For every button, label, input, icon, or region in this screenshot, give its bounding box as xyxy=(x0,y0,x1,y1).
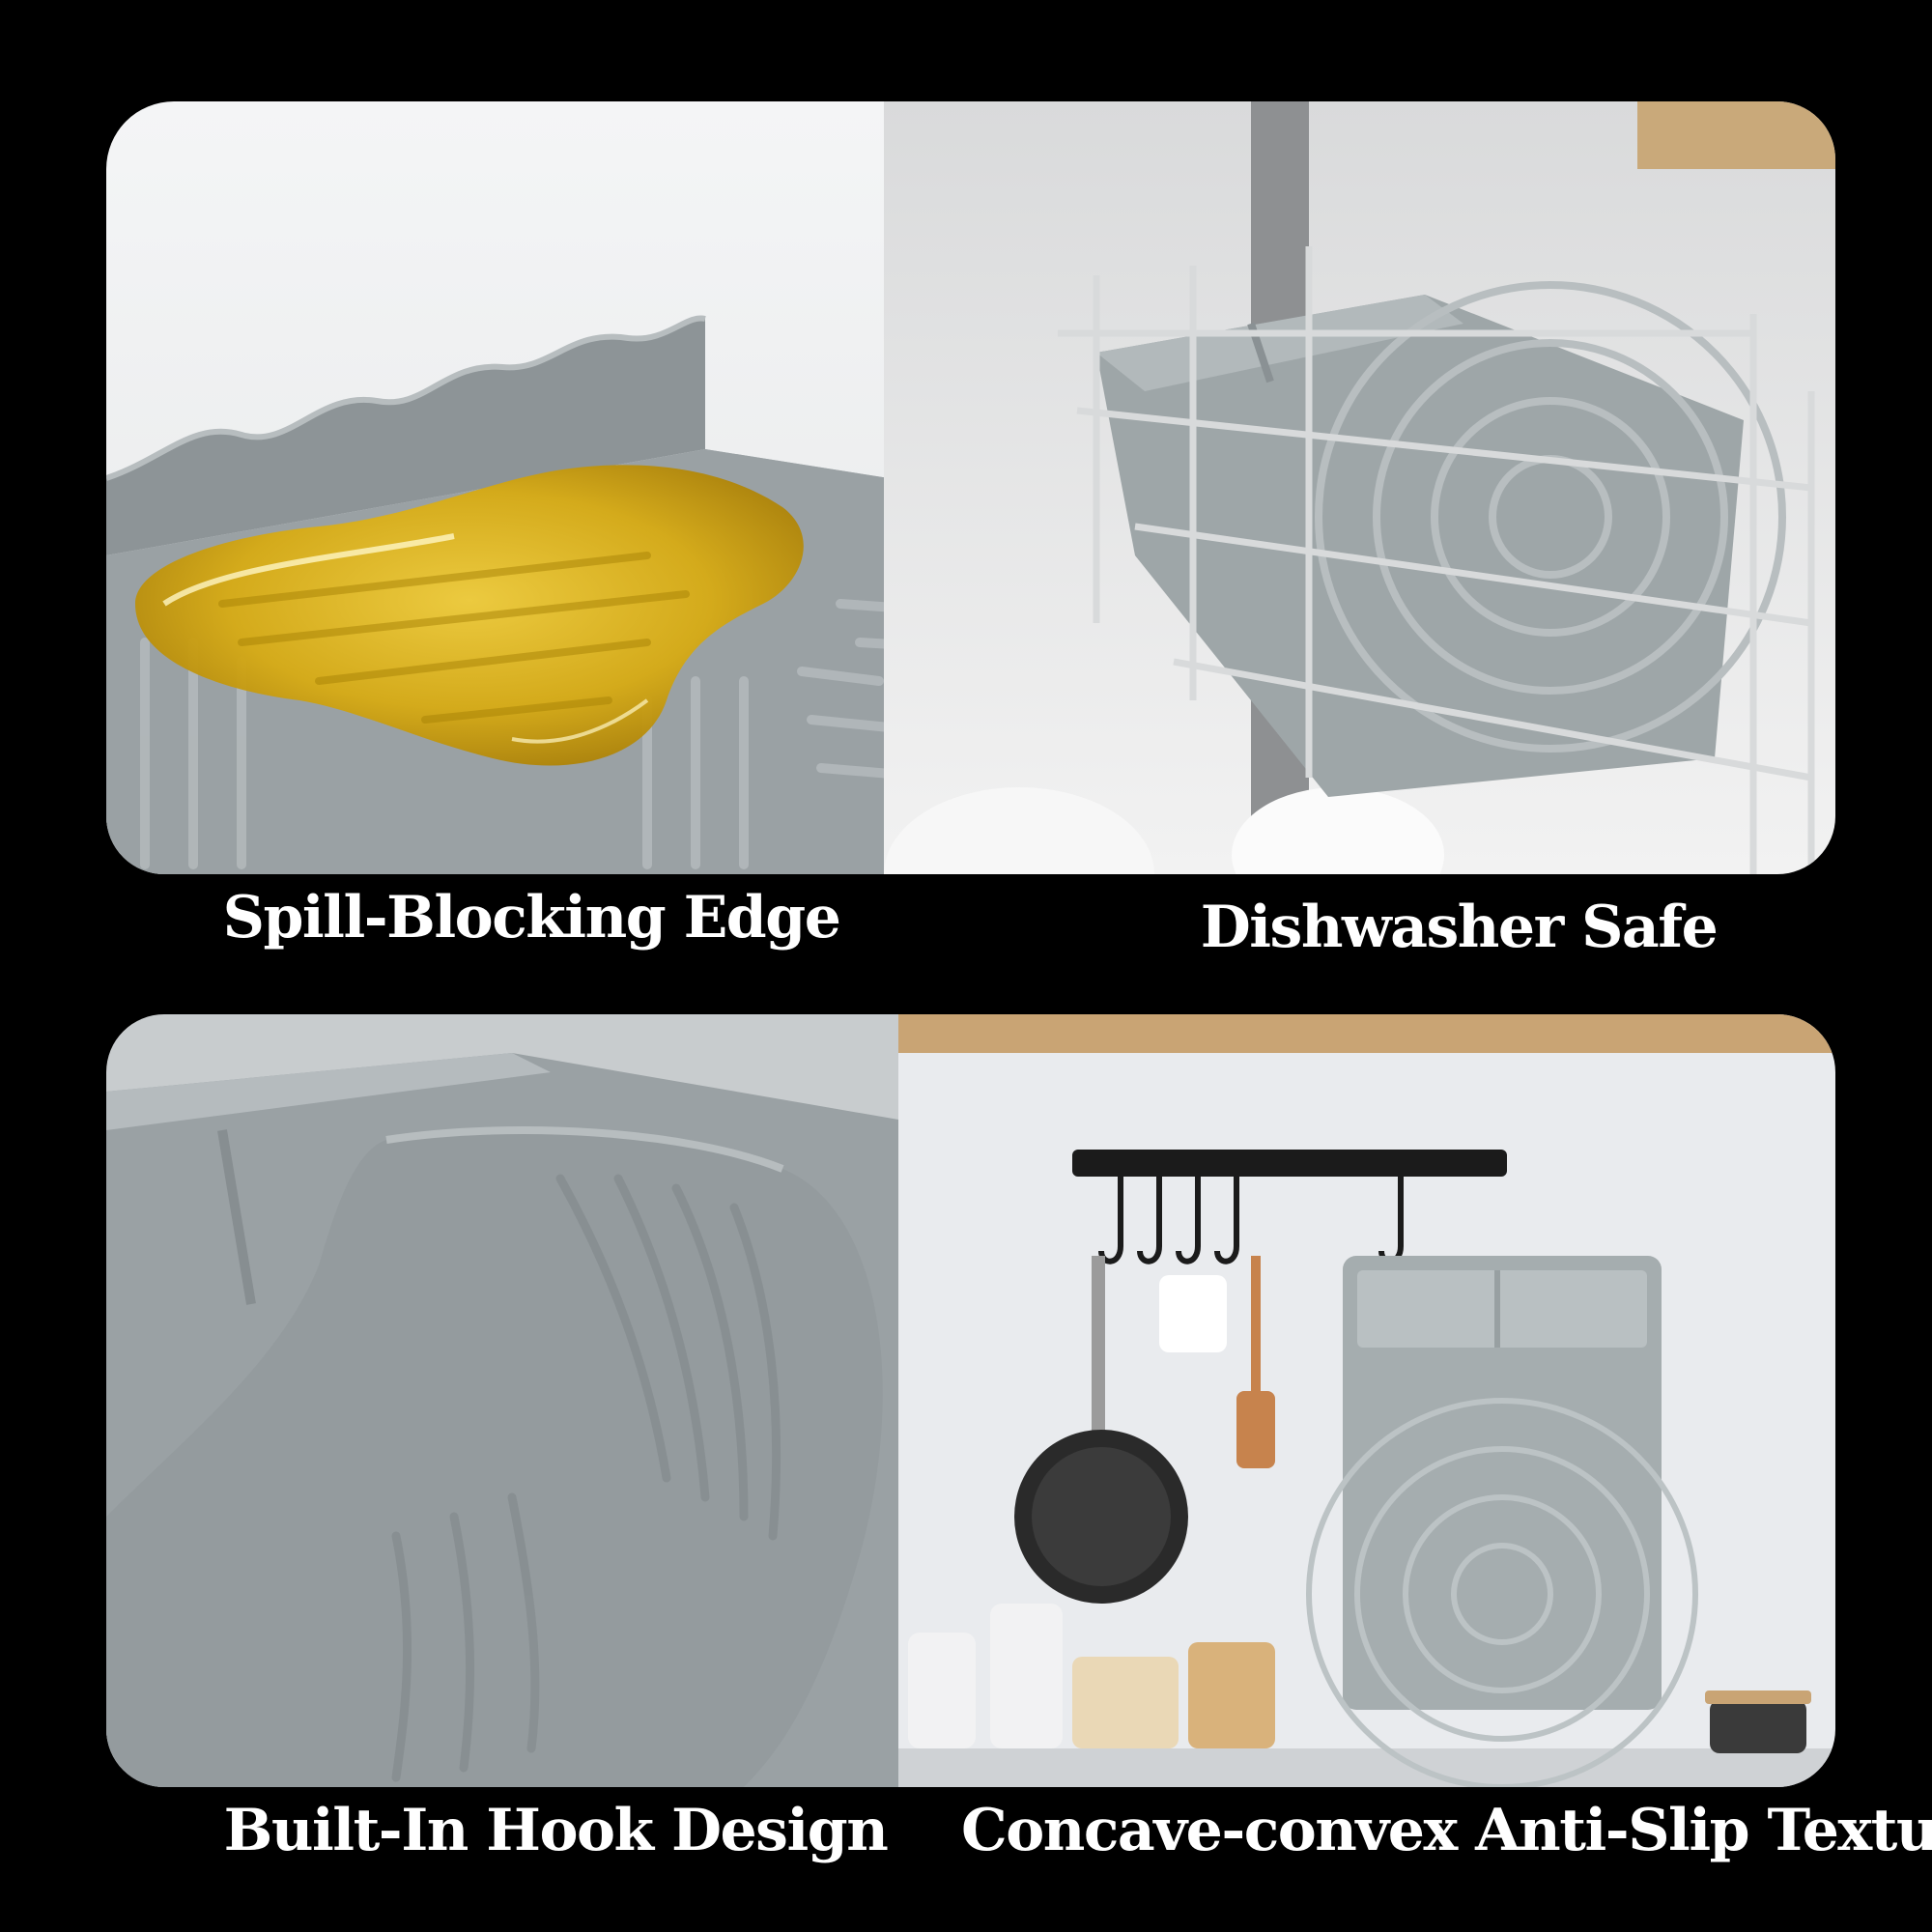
built-in-hook-design-photo xyxy=(106,1014,1072,1787)
mat-in-dishwasher-rack-illustration xyxy=(884,101,1835,874)
anti-slip-texture-photo xyxy=(898,1014,1835,1787)
hanging-mat-kitchen-illustration xyxy=(898,1014,1835,1787)
caption-dishwasher-safe: Dishwasher Safe xyxy=(1200,894,1719,961)
dishwasher-safe-photo xyxy=(884,101,1835,874)
folded-mat-illustration xyxy=(106,1014,1072,1787)
caption-built-in-hook-design: Built-In Hook Design xyxy=(223,1797,889,1864)
caption-spill-blocking-edge: Spill-Blocking Edge xyxy=(222,884,841,952)
caption-anti-slip-texture: Concave-convex Anti-Slip Texture xyxy=(961,1797,1932,1864)
